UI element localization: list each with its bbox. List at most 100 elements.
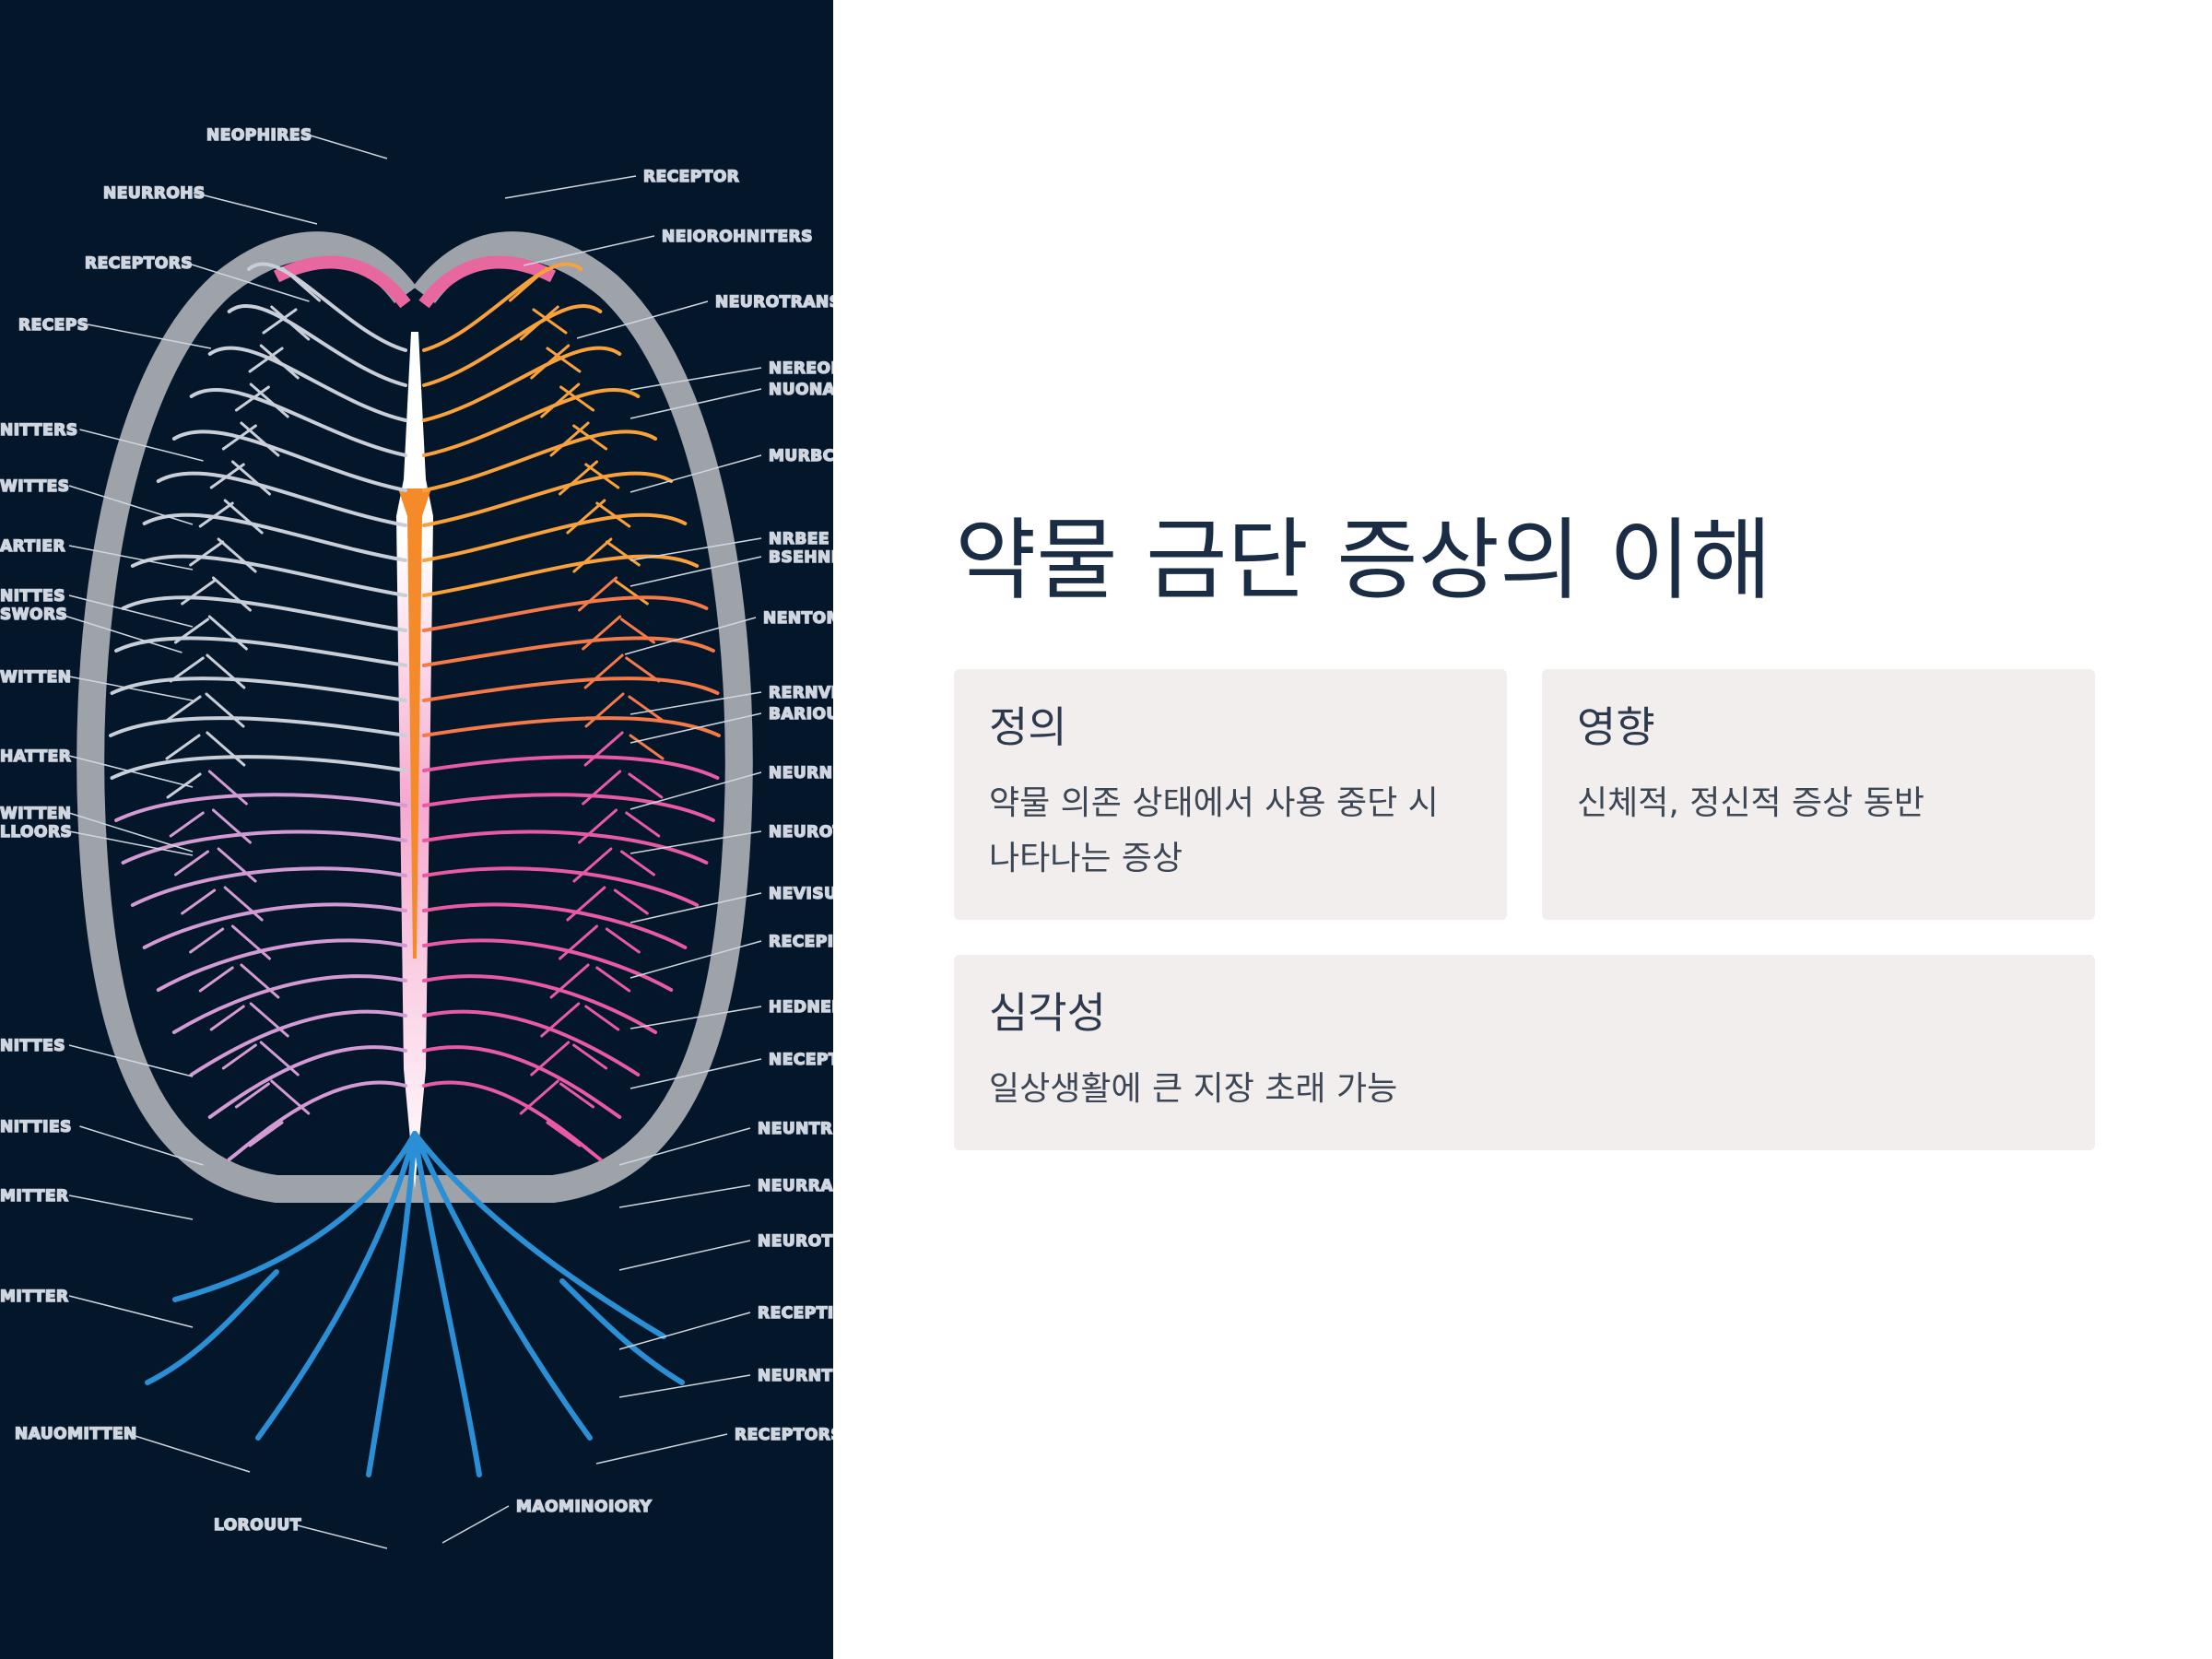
callout-label: NEIOROHNITERS xyxy=(662,228,813,246)
callout-line xyxy=(307,134,388,159)
left-twig xyxy=(248,305,311,373)
right-twig xyxy=(540,382,608,451)
right-twig xyxy=(584,692,665,760)
left-branch xyxy=(207,346,407,422)
callout-labels: NEOPHIRESNEURROHSRECEPTORSRECEPSNITTERSW… xyxy=(0,125,833,1549)
right-branch xyxy=(422,1009,641,1077)
callout-label: NAUOMITTEN xyxy=(15,1425,137,1443)
left-twig xyxy=(209,963,280,1031)
right-branch xyxy=(422,938,674,992)
callout-label: MURBCI xyxy=(769,447,833,465)
callout-line xyxy=(629,1006,762,1030)
left-branch xyxy=(130,866,407,907)
right-branches xyxy=(422,262,721,1161)
root-branch xyxy=(412,1131,593,1441)
right-twig xyxy=(572,847,649,915)
right-branch xyxy=(422,902,688,949)
callout-line xyxy=(193,192,318,225)
left-branch xyxy=(109,716,407,737)
callout-label: RECEPTORS xyxy=(85,254,193,273)
definition-heading: 정의 xyxy=(989,702,1067,752)
left-branch xyxy=(171,974,407,1034)
left-branch xyxy=(121,830,407,865)
callout-line xyxy=(629,537,762,561)
right-twig xyxy=(572,537,649,606)
callout-label: WITTEN xyxy=(0,668,72,687)
right-twig xyxy=(519,305,582,373)
right-branch xyxy=(422,512,688,562)
callout-label: NEUROTI xyxy=(758,1232,833,1251)
callout-label: HEDNEI xyxy=(769,998,833,1017)
callout-line xyxy=(629,556,762,587)
callout-label: MITTER xyxy=(0,1288,69,1306)
callout-line xyxy=(523,235,655,266)
callout-line xyxy=(68,1194,194,1220)
callout-label: SWORS xyxy=(0,606,67,624)
root-branches xyxy=(145,1131,685,1477)
left-twig xyxy=(173,576,252,644)
stem-core xyxy=(398,488,431,959)
left-branches xyxy=(109,262,407,1161)
left-twig xyxy=(169,770,248,838)
right-twig xyxy=(549,963,620,1031)
callout-label: ARTIER xyxy=(0,537,65,556)
callout-line xyxy=(68,485,194,525)
callout-label: RECEPTORS xyxy=(735,1426,833,1444)
left-twig xyxy=(221,382,289,451)
left-twig xyxy=(181,537,257,606)
right-branch xyxy=(422,304,603,387)
right-branch xyxy=(422,974,658,1034)
callout-label: LOROUUT xyxy=(214,1516,301,1535)
callout-line xyxy=(618,1184,751,1208)
root-branch xyxy=(145,1269,279,1385)
callout-label: NEURRA xyxy=(758,1177,833,1195)
right-branch xyxy=(422,346,622,422)
callout-label: BSEHNE xyxy=(769,548,833,567)
left-branch xyxy=(110,755,407,780)
callout-line xyxy=(79,1125,204,1166)
callout-label: LLOORS xyxy=(0,823,72,841)
right-branch xyxy=(422,595,709,632)
definition-text: 약물 의존 상태에서 사용 중단 시 나타나는 증상 xyxy=(989,784,1439,877)
left-twig xyxy=(189,499,264,567)
neuron-diagram: NEOPHIRESNEURROHSRECEPTORSRECEPSNITTERSW… xyxy=(0,125,833,1549)
callout-label: RECEPS xyxy=(18,316,89,335)
left-twig xyxy=(166,731,246,799)
left-twig xyxy=(234,1041,300,1109)
left-twig xyxy=(234,344,300,412)
right-twig xyxy=(530,1041,595,1109)
callout-line xyxy=(68,1295,194,1328)
left-branch xyxy=(189,387,407,457)
callout-label: RECEPI xyxy=(769,933,833,951)
right-branch xyxy=(422,262,582,352)
callout-label: NITTES xyxy=(0,587,65,606)
left-branch xyxy=(156,471,407,527)
right-twig xyxy=(559,460,631,528)
right-branch xyxy=(422,471,674,527)
callout-label: NUONA xyxy=(769,381,833,399)
impact-card: 영향 신체적, 정신적 증상 동반 xyxy=(1542,669,2095,920)
right-branch xyxy=(422,830,709,865)
right-twig xyxy=(509,266,568,335)
page-title: 약물 금단 증상의 이해 xyxy=(955,509,1772,612)
callout-line xyxy=(68,594,194,628)
right-branch xyxy=(422,387,641,457)
callout-line xyxy=(68,545,194,571)
callout-line xyxy=(68,812,194,853)
definition-card: 정의 약물 의존 상태에서 사용 중단 시 나타나는 증상 xyxy=(954,669,1507,920)
callout-label: NEUNTR xyxy=(758,1120,833,1138)
callout-line xyxy=(441,1505,510,1544)
right-twig xyxy=(559,924,631,993)
right-twig xyxy=(583,731,664,799)
left-twig xyxy=(198,924,271,993)
callout-label: NEURROHS xyxy=(103,184,206,203)
callout-label: NEVISU xyxy=(769,885,833,903)
left-branch xyxy=(121,595,407,632)
callout-line xyxy=(618,1127,751,1166)
right-branch xyxy=(422,866,700,907)
left-branch xyxy=(114,636,407,667)
callout-line xyxy=(629,454,762,493)
left-branch xyxy=(171,429,407,492)
callout-line xyxy=(58,613,182,653)
